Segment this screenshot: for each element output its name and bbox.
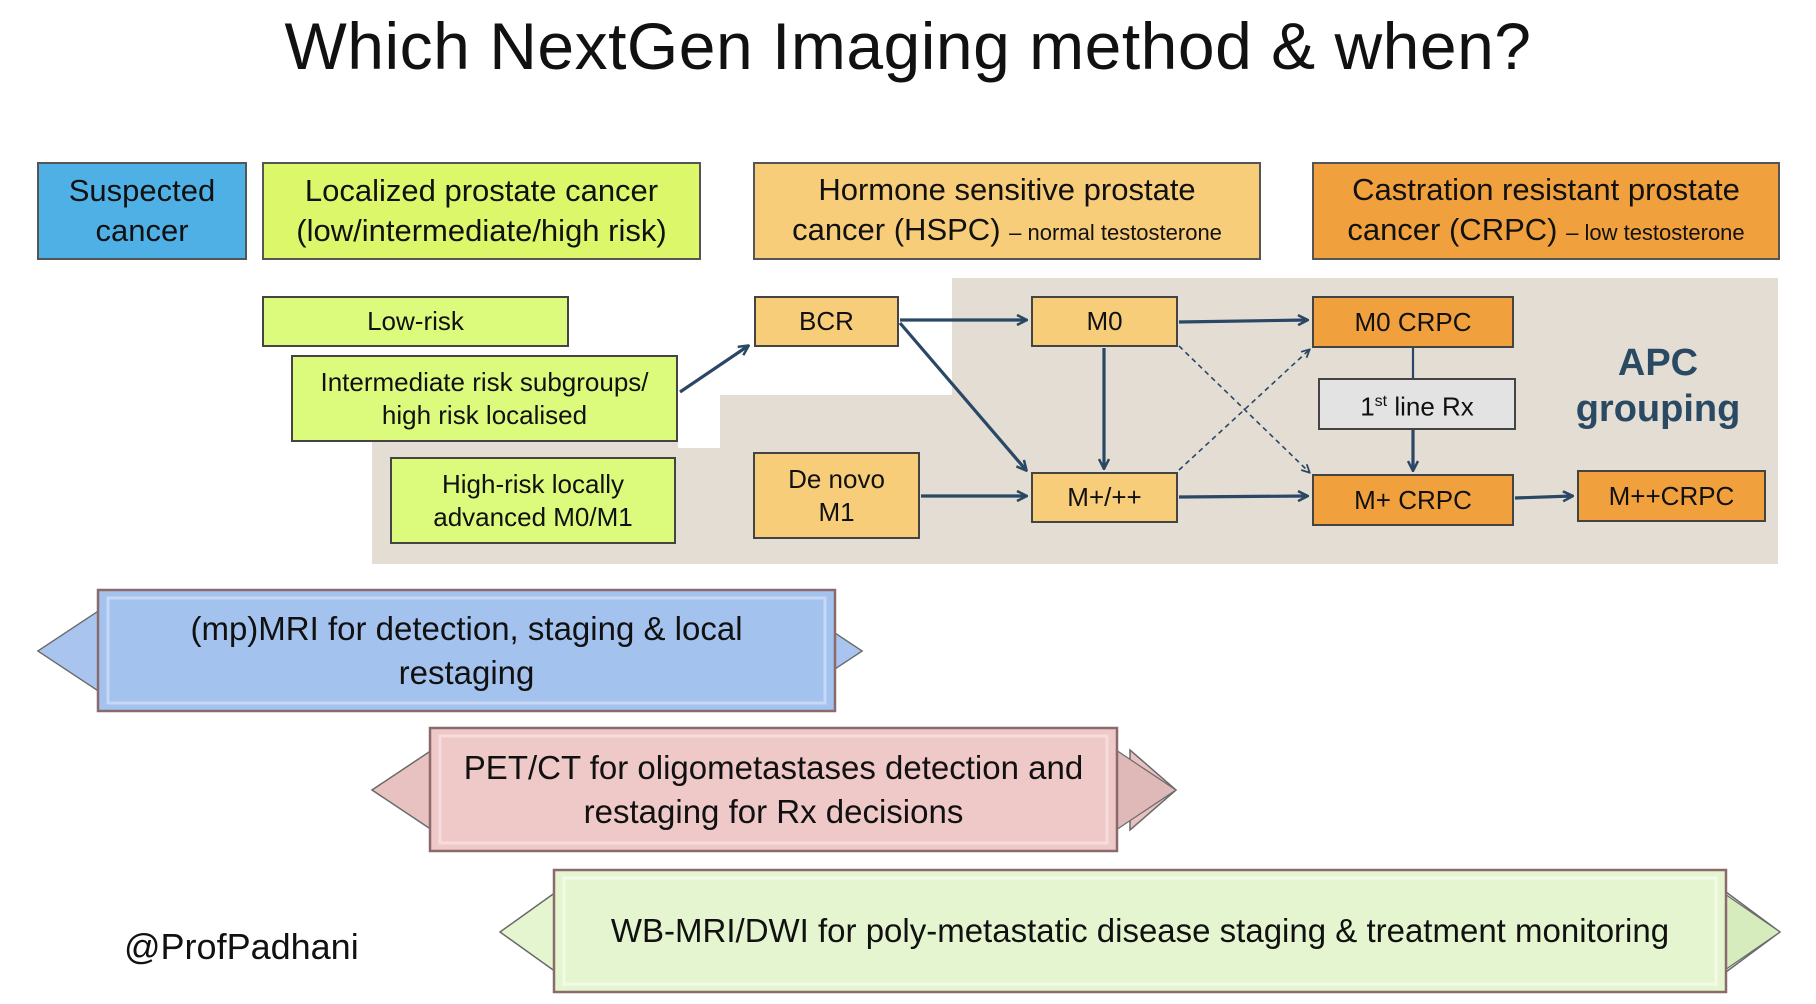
pet-banner [370,726,1178,853]
first-line-suffix: line Rx [1387,391,1474,422]
node-de-novo-line2: M1 [818,496,855,527]
wbmri-banner-line: WB-MRI/DWI for poly-metastatic disease s… [610,912,1670,949]
node-bcr-label: BCR [799,306,854,336]
header-hspc-line2: cancer (HSPC) [792,211,1001,247]
arrow-m0-to-m0-crpc [1178,320,1307,322]
node-m0-crpc: M0 CRPC [1312,296,1514,348]
header-localized-line1: Localized prostate cancer [304,173,659,208]
header-crpc-sub: – low testosterone [1566,219,1745,245]
header-localized-line2: (low/intermediate/high risk) [296,213,667,248]
pet-banner-line1: PET/CT for oligometastases detection and [463,748,1084,786]
page-title: Which NextGen Imaging method & when? [284,9,1532,83]
node-high-risk-line2: advanced M0/M1 [433,501,633,532]
apc-grouping-label: APC grouping [1558,340,1758,432]
pet-banner-line2: restaging for Rx decisions [583,792,964,830]
pet-banner-text: PET/CT for oligometastases detection and… [440,736,1107,843]
node-m-plus-crpc: M+ CRPC [1312,474,1514,526]
node-m-plus: M+/++ [1031,472,1178,523]
wbmri-banner-text: WB-MRI/DWI for poly-metastatic disease s… [564,878,1716,984]
header-hspc: Hormone sensitive prostate cancer (HSPC)… [753,162,1261,260]
author-handle: @ProfPadhani [124,926,359,967]
header-crpc-line2: cancer (CRPC) [1347,211,1558,247]
node-m-plusplus-crpc-label: M++CRPC [1608,480,1735,511]
mri-banner-text: (mp)MRI for detection, staging & local r… [108,598,825,703]
node-de-novo-line1: De novo [788,463,885,494]
node-low-risk-label: Low-risk [367,306,464,336]
apc-label-line1: APC [1617,342,1699,384]
mri-banner-line1: (mp)MRI for detection, staging & local [190,609,743,647]
node-de-novo-m1: De novo M1 [753,452,920,539]
header-hspc-sub: – normal testosterone [1009,219,1222,245]
header-suspected-label: Suspected cancer [68,173,216,248]
header-hspc-line1: Hormone sensitive prostate [818,171,1196,207]
node-low-risk: Low-risk [262,296,569,347]
node-m-plus-label: M+/++ [1067,482,1142,512]
wbmri-banner [498,868,1782,994]
node-high-risk-line1: High-risk locally [441,468,625,499]
header-localized-cancer: Localized prostate cancer (low/intermedi… [262,162,701,260]
first-line-prefix: 1 [1360,391,1375,422]
node-intermediate-line2: high risk localised [381,399,588,430]
node-first-line-label: 1st line Rx [1360,385,1474,424]
node-intermediate-line1: Intermediate risk subgroups/ [320,366,649,397]
arrow-intermediate-to-bcr [679,346,748,394]
node-first-line-rx: 1st line Rx [1318,378,1516,430]
mri-banner-line2: restaging [398,653,535,691]
flow-background-cutout-left [678,394,720,448]
header-suspected-cancer: Suspected cancer [37,162,247,260]
arrow-m-plus-to-m-plus-crpc [1178,496,1307,497]
node-m-plusplus-crpc: M++CRPC [1577,470,1766,522]
mri-banner [36,588,864,713]
node-bcr: BCR [754,296,899,347]
header-crpc-line1: Castration resistant prostate [1352,171,1740,207]
first-line-sup: st [1374,392,1388,410]
apc-label-line2: grouping [1575,388,1741,430]
dashed-arrow-m-plus-to-m0-crpc [1178,350,1309,471]
node-m-plus-crpc-label: M+ CRPC [1354,484,1472,515]
arrow-bcr-to-m-plus [898,321,1026,470]
dashed-arrow-m0-to-m-plus-crpc [1178,345,1309,472]
node-intermediate-risk: Intermediate risk subgroups/ high risk l… [291,355,678,442]
node-m0-label: M0 [1086,306,1123,336]
node-m0: M0 [1031,296,1178,347]
arrow-m-plus-crpc-to-m-plusplus-crpc [1514,496,1572,498]
node-high-risk-advanced: High-risk locally advanced M0/M1 [390,457,676,544]
header-crpc: Castration resistant prostate cancer (CR… [1312,162,1780,260]
node-m0-crpc-label: M0 CRPC [1354,306,1472,337]
